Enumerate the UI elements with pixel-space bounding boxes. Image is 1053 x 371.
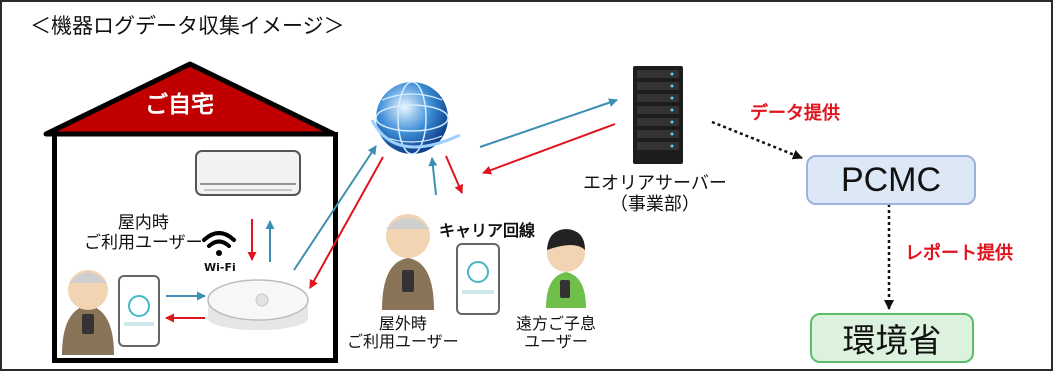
router-hub-icon: [207, 279, 309, 330]
remote-user-label: 遠方ご子息 ユーザー: [516, 314, 597, 352]
server-label-line2: （事業部）: [609, 193, 700, 215]
arrow-mobile-to-globe: [428, 157, 438, 196]
elderly-man-icon: [382, 214, 434, 310]
carrier-line-label: キャリア回線: [439, 221, 536, 240]
arrow-globe-to-hub: [309, 156, 384, 289]
arrow-globe-to-mobile: [445, 155, 463, 194]
data-provision-label: データ提供: [750, 103, 840, 124]
arrow-server-to-pcmc: [711, 120, 803, 160]
arrow-globe-to-server: [479, 98, 618, 148]
server-label: エオリアサーバー （事業部）: [583, 173, 727, 215]
elderly-man-icon: [62, 270, 114, 355]
outdoor-user-label-line1: 屋外時: [378, 314, 427, 333]
smartphone-icon: [118, 275, 160, 347]
report-provision-label: レポート提供: [905, 243, 1013, 264]
arrow-server-to-globe: [482, 123, 616, 175]
arrow-hub-to-globe: [293, 145, 377, 271]
kankyo-node: 環境省: [810, 313, 974, 363]
diagram-title: ＜機器ログデータ収集イメージ＞: [30, 14, 345, 38]
air-conditioner-icon: [195, 150, 301, 196]
remote-user-label-line2: ユーザー: [524, 332, 588, 352]
indoor-user-label-line1: 屋内時: [117, 213, 169, 233]
wifi-label: Wi-Fi: [204, 261, 236, 274]
child-icon: [546, 229, 586, 308]
indoor-user-label: 屋内時 ご利用ユーザー: [84, 213, 203, 253]
pcmc-node: PCMC: [806, 155, 976, 205]
globe-icon: [370, 81, 461, 155]
server-label-line1: エオリアサーバー: [583, 173, 727, 194]
outdoor-user-label: 屋外時 ご利用ユーザー: [347, 314, 459, 352]
outdoor-user-label-line2: ご利用ユーザー: [347, 332, 459, 352]
wifi-icon: [202, 231, 236, 256]
server-icon: [633, 66, 683, 164]
remote-user-label-line1: 遠方ご子息: [516, 314, 597, 333]
indoor-user-label-line2: ご利用ユーザー: [84, 232, 203, 253]
smartphone-icon: [456, 243, 500, 315]
house-label: ご自宅: [145, 92, 214, 118]
